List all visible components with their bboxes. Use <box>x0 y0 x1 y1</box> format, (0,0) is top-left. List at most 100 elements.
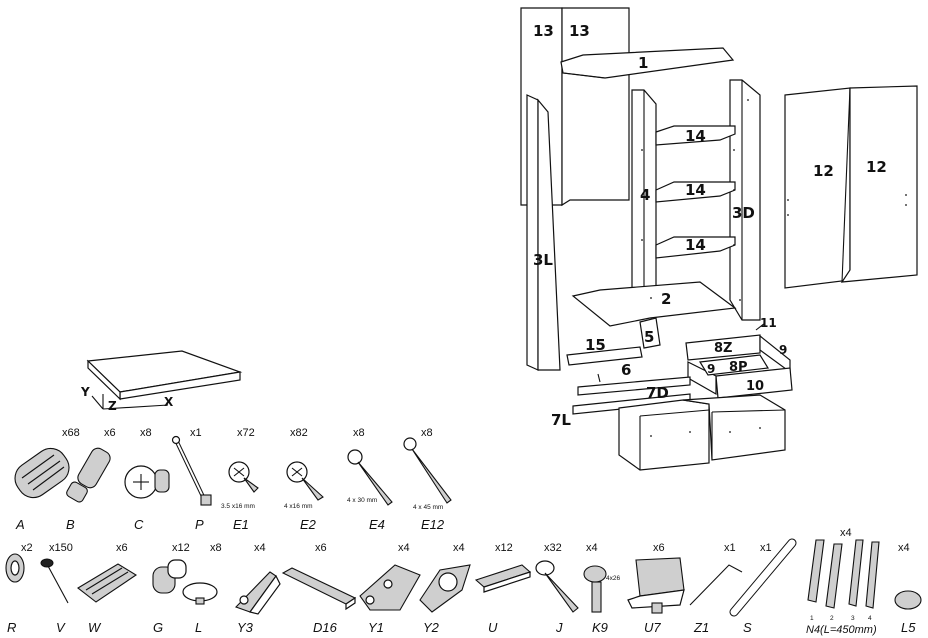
code-y1: Y1 <box>368 620 384 635</box>
qty-r: x2 <box>21 542 33 554</box>
qty-u: x12 <box>495 542 513 554</box>
size-k9: 4x26 <box>606 575 620 582</box>
cam-lock-icon <box>124 465 170 499</box>
side-panel-3l-edge <box>526 94 539 371</box>
chipboard-screw-icon <box>535 560 579 613</box>
label-1: 1 <box>638 54 648 72</box>
cam-bolt-icon <box>66 447 111 503</box>
qty-p: x1 <box>190 427 202 439</box>
code-v: V <box>56 620 66 635</box>
code-b: B <box>66 517 75 532</box>
corner-bracket-icon <box>627 557 685 614</box>
hardware-row-2: x2 R x150 V x6 W x12 G x8 L <box>5 527 922 636</box>
nail-icon <box>40 558 69 604</box>
angle-bracket-icon <box>235 571 281 615</box>
axis-y-label: Y <box>80 385 90 399</box>
code-u7: U7 <box>644 620 661 635</box>
slide-num-2: 2 <box>830 615 834 622</box>
short-screw-icon <box>228 461 259 493</box>
qty-a: x68 <box>62 427 80 439</box>
long-screw-icon <box>347 449 393 506</box>
label-7d: 7D <box>646 384 669 402</box>
code-p: P <box>195 517 204 532</box>
label-12a: 12 <box>813 162 834 180</box>
code-w: W <box>88 620 102 635</box>
hardware-row-1: x68 A x6 B x8 C x1 P <box>14 427 452 532</box>
slide-num-3: 3 <box>851 615 855 622</box>
label-8p: 8P <box>729 360 748 375</box>
qty-k9: x4 <box>586 542 598 554</box>
size-e2: 4 x16 mm <box>284 503 313 510</box>
qty-d16: x6 <box>315 542 327 554</box>
drawer-8p-back <box>698 354 770 376</box>
drawer-box-right <box>682 394 786 461</box>
door-12a <box>784 87 851 289</box>
hinge-cup-icon <box>419 564 471 613</box>
leader-15 <box>597 373 601 383</box>
qty-u7: x6 <box>653 542 665 554</box>
size-e12: 4 x 45 mm <box>413 504 443 511</box>
rail-icon <box>281 567 357 611</box>
code-e1: E1 <box>233 517 249 532</box>
rod-support-icon <box>152 559 187 594</box>
code-j: J <box>555 620 563 635</box>
qty-y2: x4 <box>453 542 465 554</box>
code-u: U <box>488 620 498 635</box>
side-panel-3d <box>729 79 761 321</box>
dowel-icon <box>14 447 70 499</box>
label-3l: 3L <box>533 251 553 269</box>
drawer-slide-icon <box>807 539 880 609</box>
qty-v: x150 <box>49 542 73 554</box>
qty-e1: x72 <box>237 427 255 439</box>
bracket-clip-icon <box>474 564 532 593</box>
code-e4: E4 <box>369 517 385 532</box>
label-15: 15 <box>585 336 606 354</box>
drawer-box-left <box>618 399 710 471</box>
qty-c: x8 <box>140 427 152 439</box>
pin-rod-icon <box>171 435 212 506</box>
qty-j: x32 <box>544 542 562 554</box>
label-8z: 8Z <box>714 341 732 356</box>
qty-g: x12 <box>172 542 190 554</box>
label-2: 2 <box>661 290 671 308</box>
foot-pad-icon <box>894 590 922 610</box>
axis-y-arrow <box>91 395 104 410</box>
longest-screw-icon <box>403 437 452 504</box>
hole-markers <box>641 99 907 437</box>
code-e2: E2 <box>300 517 317 532</box>
hanging-rod-icon <box>729 538 797 617</box>
code-g: G <box>153 620 163 635</box>
hinge-base-icon <box>359 564 421 611</box>
label-6: 6 <box>621 361 631 379</box>
hanger-icon <box>5 553 25 583</box>
code-l: L <box>195 620 202 635</box>
knob-icon <box>182 582 218 605</box>
code-l5: L5 <box>901 620 916 635</box>
door-12b <box>840 85 918 283</box>
qty-s: x1 <box>760 542 772 554</box>
runner-clip-icon <box>77 563 138 603</box>
qty-y3: x4 <box>254 542 266 554</box>
code-a: A <box>15 517 25 532</box>
qty-e2: x82 <box>290 427 308 439</box>
label-10: 10 <box>746 379 764 394</box>
shelf-14a <box>655 125 736 146</box>
code-n4: N4(L=450mm) <box>806 624 877 636</box>
axis-x-arrow <box>102 404 169 410</box>
rail-6 <box>577 376 691 396</box>
allen-key-icon <box>689 564 743 606</box>
qty-e12: x8 <box>421 427 433 439</box>
code-y3: Y3 <box>237 620 254 635</box>
leader-11 <box>755 322 766 331</box>
qty-e4: x8 <box>353 427 365 439</box>
qty-l5: x4 <box>898 542 910 554</box>
side-panel-3l <box>537 98 561 371</box>
code-s: S <box>743 620 752 635</box>
bolt-icon <box>583 565 607 613</box>
label-7l: 7L <box>551 411 571 429</box>
label-4: 4 <box>640 186 650 204</box>
drawer-8z-front <box>685 334 761 361</box>
wardrobe-exploded-view <box>520 7 918 471</box>
panel-labels: 13 13 1 14 14 14 4 3D 3L 12 12 2 5 15 11… <box>533 22 887 429</box>
